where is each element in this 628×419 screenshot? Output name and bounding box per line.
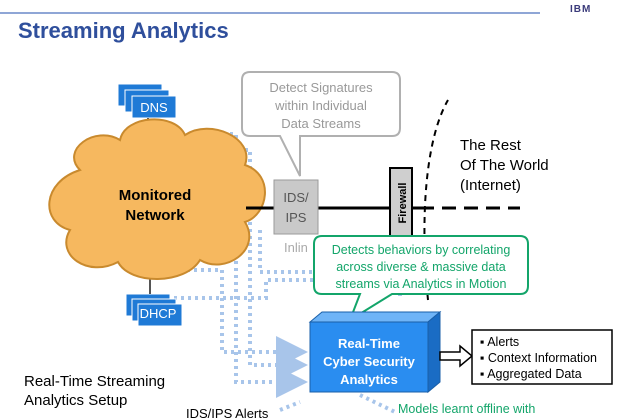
ids-alerts-label: IDS/IPS Alerts: [186, 406, 269, 419]
models-offline-label: Models learnt offline with: [398, 402, 535, 416]
dns-label: DNS: [140, 100, 168, 115]
ids-flow-line: [258, 230, 312, 274]
ids-ips-box: IDS/ IPS: [273, 179, 319, 235]
dhcp-flow-line: [160, 278, 330, 300]
setup-label-line-2: Analytics Setup: [24, 392, 128, 409]
behaviors-line-1: Detects behaviors by correlating: [332, 243, 511, 257]
analytics-line-1: Real-Time: [338, 336, 400, 351]
setup-label: Real-Time Streaming Analytics Setup: [24, 372, 214, 410]
internet-boundary: [423, 99, 449, 301]
output-alerts: ▪ Alerts: [480, 335, 519, 349]
setup-label-line-1: Real-Time Streaming: [24, 373, 166, 390]
analytics-box: Real-Time Cyber Security Analytics: [308, 310, 442, 394]
ids-label-1: IDS/: [283, 190, 309, 205]
signatures-line-3: Data Streams: [281, 116, 361, 131]
behaviors-line-2: across diverse & massive data: [336, 260, 506, 274]
ids-alerts-flow-line: [279, 400, 301, 412]
ibm-logo: IBM: [570, 4, 592, 15]
inline-label: Inlin: [284, 240, 308, 255]
monitored-network-cloud: Monitored Network: [48, 118, 266, 280]
page-title: Streaming Analytics: [18, 18, 229, 43]
svg-text:Of The World: Of The World: [460, 157, 549, 174]
models-flow-line: [359, 393, 396, 414]
analytics-line-2: Cyber Security: [323, 354, 416, 369]
output-arrow: [439, 344, 474, 368]
header-rule: [0, 12, 540, 14]
svg-text:(Internet): (Internet): [460, 177, 521, 194]
signatures-line-1: Detect Signatures: [269, 80, 373, 95]
signatures-line-2: within Individual: [274, 98, 367, 113]
svg-text:The Rest: The Rest: [460, 137, 522, 154]
outputs-box: ▪ Alerts ▪ Context Information ▪ Aggrega…: [471, 329, 613, 385]
ids-label-2: IPS: [286, 210, 307, 225]
behaviors-callout: Detects behaviors by correlating across …: [313, 235, 529, 323]
network-flow-line-2: [180, 268, 308, 368]
signatures-callout: Detect Signatures within Individual Data…: [241, 71, 401, 177]
firewall: Firewall: [389, 167, 413, 239]
monitored-label-1: Monitored: [119, 187, 192, 204]
output-aggregated: ▪ Aggregated Data: [480, 367, 582, 381]
firewall-label: Firewall: [397, 183, 409, 224]
output-context: ▪ Context Information: [480, 351, 597, 365]
dns-server: DNS: [117, 83, 177, 119]
rest-of-world-label: The Rest Of The World (Internet): [460, 137, 549, 194]
behaviors-line-3: streams via Analytics in Motion: [336, 277, 507, 291]
dhcp-server: DHCP: [125, 293, 183, 327]
monitored-label-2: Network: [125, 207, 185, 224]
analytics-line-3: Analytics: [340, 372, 398, 387]
network-flow-line-1: [210, 148, 308, 381]
dhcp-label: DHCP: [140, 306, 177, 321]
